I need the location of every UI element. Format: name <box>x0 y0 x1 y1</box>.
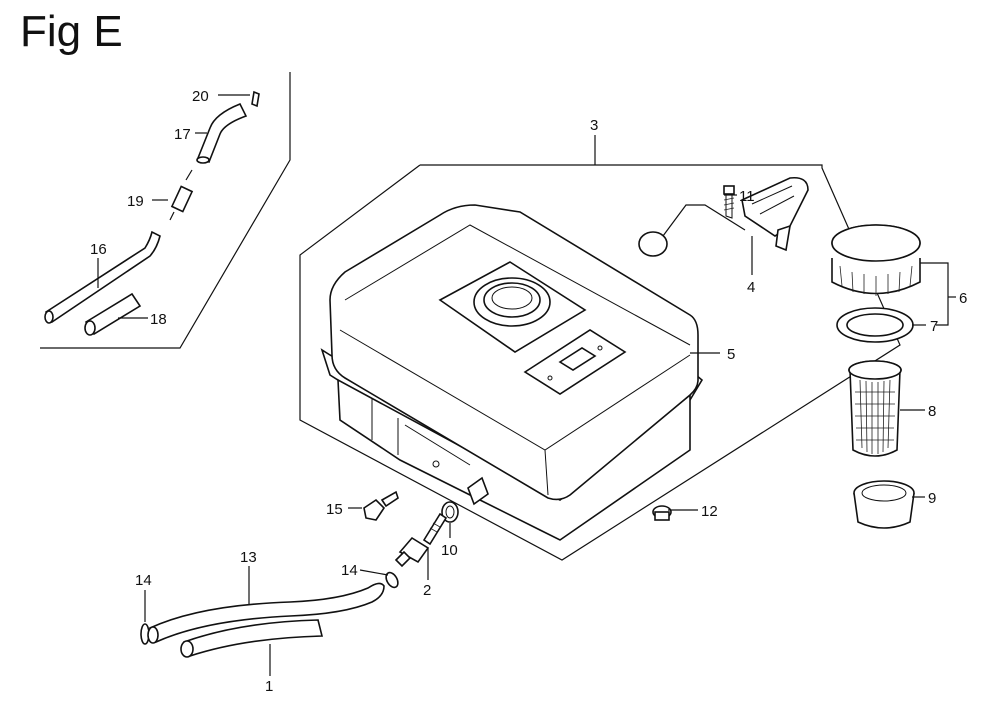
callout-4[interactable]: 4 <box>747 279 755 296</box>
callout-9[interactable]: 9 <box>928 490 936 507</box>
callout-labels: 20 17 19 16 18 3 11 4 5 6 7 8 9 12 10 15… <box>90 88 967 695</box>
tank-assembly-frame <box>299 164 901 561</box>
callout-20[interactable]: 20 <box>192 88 209 105</box>
callout-14-upper[interactable]: 14 <box>341 562 358 579</box>
callout-2[interactable]: 2 <box>423 582 431 599</box>
part-18-tube[interactable] <box>84 292 142 336</box>
inset-frame <box>40 72 291 349</box>
callout-16[interactable]: 16 <box>90 241 107 258</box>
part-4-fuel-gauge[interactable] <box>638 176 809 257</box>
callout-12[interactable]: 12 <box>701 503 718 520</box>
part-8-strainer[interactable] <box>848 360 902 457</box>
callout-1[interactable]: 1 <box>265 678 273 695</box>
part-7-gasket[interactable] <box>836 307 914 343</box>
callout-19[interactable]: 19 <box>127 193 144 210</box>
callout-7[interactable]: 7 <box>930 318 938 335</box>
callout-13[interactable]: 13 <box>240 549 257 566</box>
part-5-fuel-tank[interactable] <box>320 204 704 541</box>
callout-8[interactable]: 8 <box>928 403 936 420</box>
part-16-tube[interactable] <box>44 230 161 324</box>
callout-6[interactable]: 6 <box>959 290 967 307</box>
callout-18[interactable]: 18 <box>150 311 167 328</box>
callout-17[interactable]: 17 <box>174 126 191 143</box>
part-17-tube[interactable] <box>196 102 248 164</box>
callout-11[interactable]: 11 <box>739 188 755 205</box>
part-10-o-ring[interactable] <box>441 501 459 523</box>
callout-3[interactable]: 3 <box>590 117 598 134</box>
part-1-fuel-tube[interactable] <box>180 619 324 658</box>
callout-15[interactable]: 15 <box>326 501 343 518</box>
part-11-screw[interactable] <box>723 185 735 219</box>
part-2-fuel-valve[interactable] <box>394 512 448 568</box>
callout-10[interactable]: 10 <box>441 542 458 559</box>
callout-5[interactable]: 5 <box>727 346 735 363</box>
part-15-drain-bolt[interactable] <box>363 490 399 521</box>
leader-lines <box>97 94 956 676</box>
part-14-clip-upper[interactable] <box>384 571 401 590</box>
part-19-strainer[interactable] <box>169 169 194 221</box>
part-9-collar[interactable] <box>853 480 915 529</box>
callout-14-lower[interactable]: 14 <box>135 572 152 589</box>
figure-title: Fig E <box>20 7 123 56</box>
part-20-clip[interactable] <box>251 90 260 108</box>
part-13-fuel-tube[interactable] <box>147 582 385 644</box>
part-6-filler-cap[interactable] <box>831 224 921 296</box>
part-12-plug[interactable] <box>652 505 672 521</box>
